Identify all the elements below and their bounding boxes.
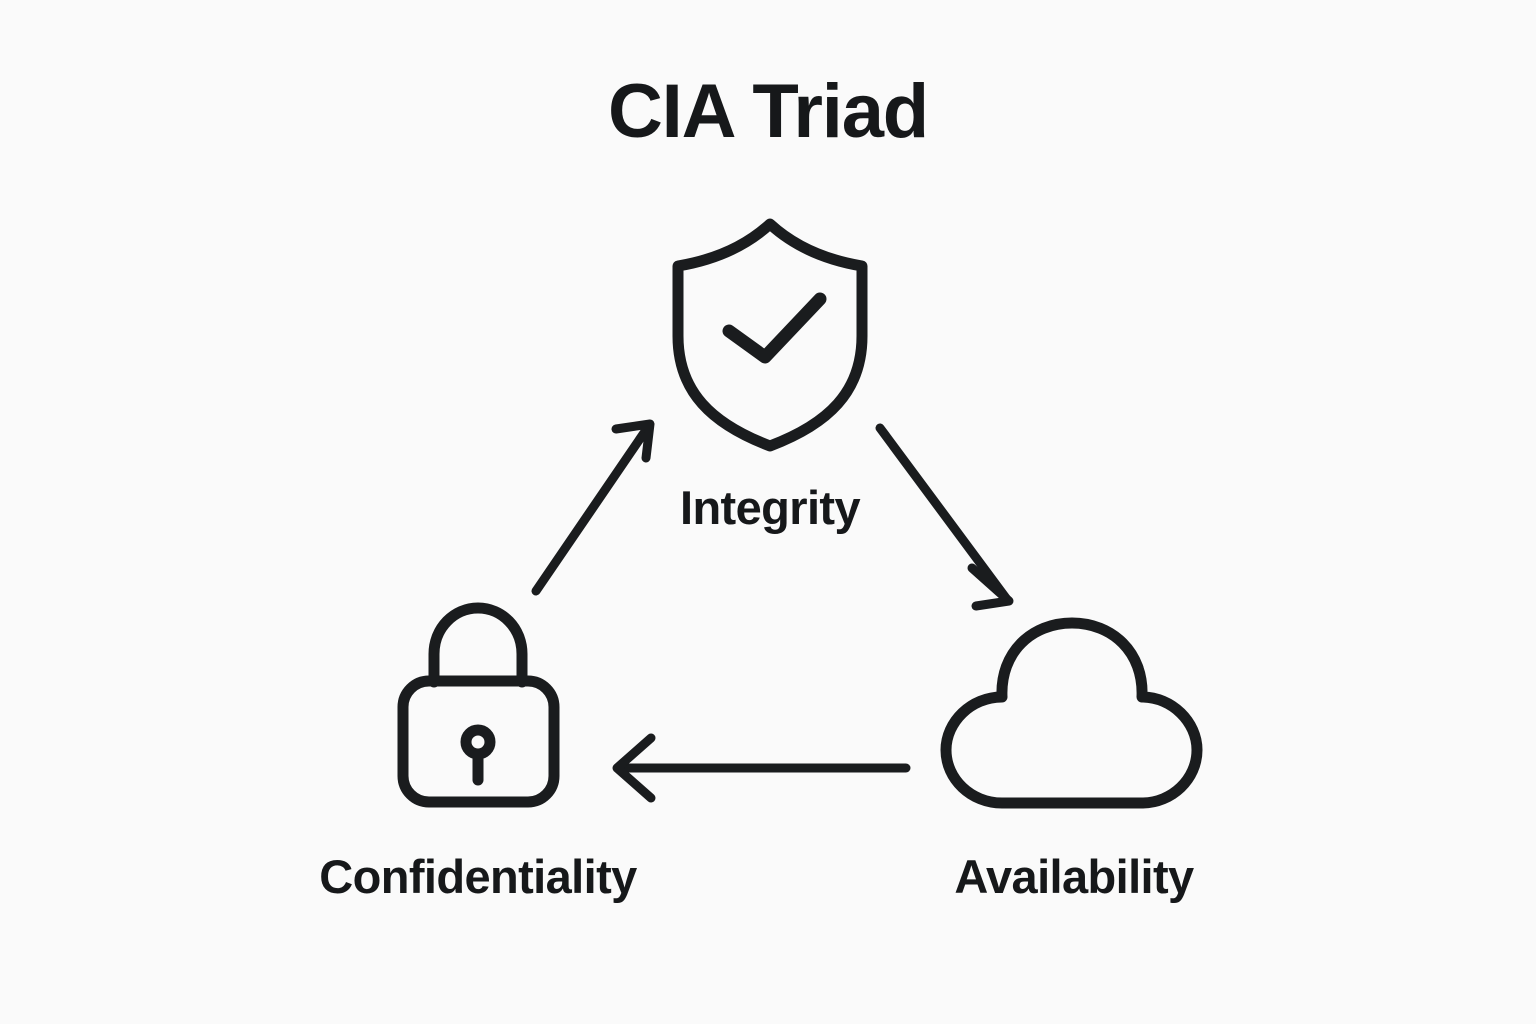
lock-icon xyxy=(397,602,560,808)
arrow-confidentiality-to-integrity xyxy=(531,419,655,596)
node-label-integrity: Integrity xyxy=(679,481,861,534)
node-label-availability: Availability xyxy=(954,850,1194,903)
shield-check-icon xyxy=(672,218,868,452)
arrow-availability-to-confidentiality xyxy=(612,733,911,803)
cloud-icon xyxy=(940,617,1203,809)
arrow-integrity-to-availability xyxy=(875,423,1014,611)
page-title: CIA Triad xyxy=(608,69,929,154)
node-label-confidentiality: Confidentiality xyxy=(319,850,637,903)
